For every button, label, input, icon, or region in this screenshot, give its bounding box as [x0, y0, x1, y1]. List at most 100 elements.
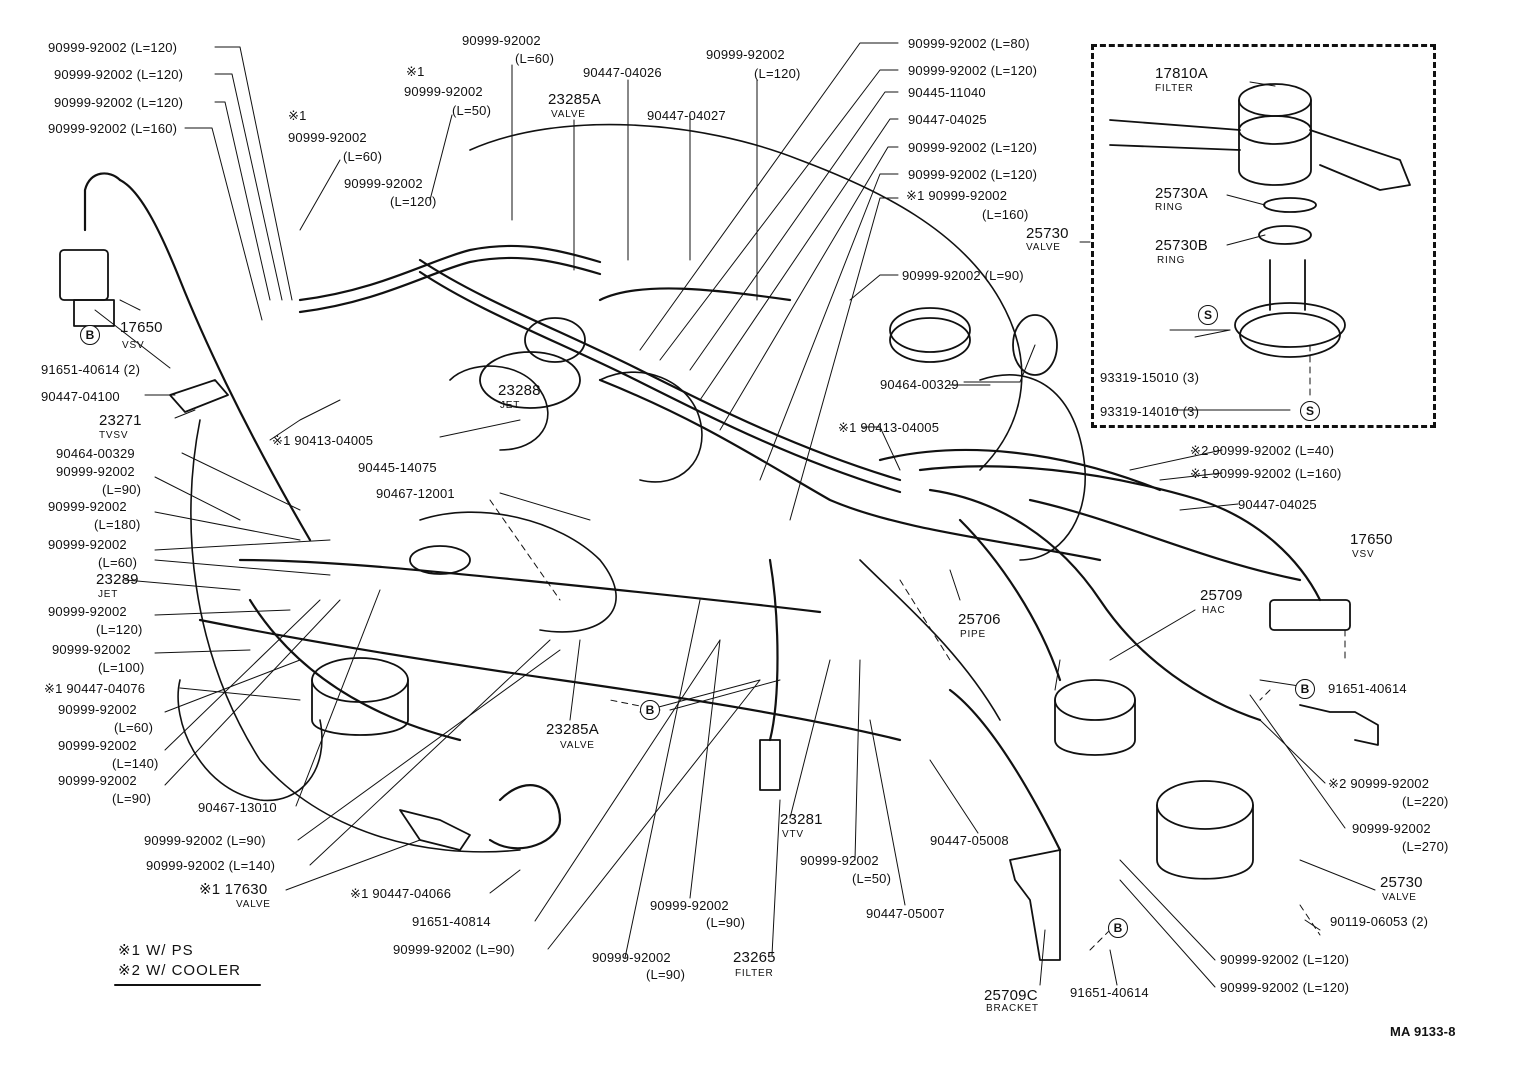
- part-name: VALVE: [560, 740, 595, 751]
- part-label: 23285A: [546, 721, 599, 738]
- part-label: ※1 17630: [199, 881, 268, 898]
- legend-note-ps: ※1 W/ PS: [118, 942, 194, 959]
- part-label: 25730: [1380, 874, 1423, 891]
- part-label: 90999-92002 (L=160): [48, 121, 178, 136]
- part-name: HAC: [1202, 605, 1226, 616]
- part-name: JET: [500, 400, 521, 411]
- part-label: 90999-92002: [1352, 821, 1431, 836]
- part-label: 90999-92002 (L=120): [1220, 980, 1350, 995]
- part-label: 23265: [733, 949, 776, 966]
- part-length: (L=270): [1402, 839, 1449, 854]
- part-label: 90999-92002: [706, 47, 785, 62]
- part-label: 90464-00329: [56, 446, 135, 461]
- part-label: 90999-92002: [58, 702, 137, 717]
- s-marker: S: [1198, 305, 1218, 325]
- part-label: 93319-15010 (3): [1100, 370, 1200, 385]
- part-label: 91651-40614: [1328, 681, 1407, 696]
- part-label: 90447-04025: [1238, 497, 1317, 512]
- part-label: 23281: [780, 811, 823, 828]
- part-label: 90999-92002 (L=140): [146, 858, 276, 873]
- part-label: 23288: [498, 382, 541, 399]
- components: [59, 249, 1379, 961]
- part-label: 90999-92002 (L=90): [144, 833, 266, 848]
- part-label: 90467-13010: [198, 800, 277, 815]
- part-length: (L=60): [98, 555, 138, 570]
- part-length: (L=220): [1402, 794, 1449, 809]
- b-marker: B: [1108, 918, 1128, 938]
- part-label: 90445-14075: [358, 460, 437, 475]
- part-label: ※2 90999-92002: [1328, 776, 1430, 791]
- part-label: 17810A: [1155, 65, 1208, 82]
- legend-note-cooler: ※2 W/ COOLER: [118, 962, 241, 979]
- part-label: 90999-92002: [48, 604, 127, 619]
- part-label: ※1 90413-04005: [838, 420, 940, 435]
- part-label: ※2 90999-92002 (L=40): [1190, 443, 1335, 458]
- part-name: VSV: [122, 340, 145, 351]
- part-label: ※1 90447-04066: [350, 886, 452, 901]
- part-label: 90447-04100: [41, 389, 120, 404]
- part-label: 25730B: [1155, 237, 1208, 254]
- part-length: (L=90): [102, 482, 142, 497]
- part-label: 25709: [1200, 587, 1243, 604]
- part-label: ※1 90413-04005: [272, 433, 374, 448]
- part-label: 90999-92002: [288, 130, 367, 145]
- part-length: (L=160): [982, 207, 1029, 222]
- part-length: (L=120): [96, 622, 143, 637]
- part-label: 90999-92002: [650, 898, 729, 913]
- part-name: VALVE: [1026, 242, 1061, 253]
- part-name: VSV: [1352, 549, 1375, 560]
- part-name: VALVE: [236, 899, 271, 910]
- part-name: FILTER: [735, 968, 774, 979]
- ps-note-mark: ※1: [288, 108, 307, 123]
- part-label: 90999-92002 (L=90): [393, 942, 515, 957]
- part-label: ※1 90999-92002 (L=160): [1190, 466, 1342, 481]
- part-name: TVSV: [99, 430, 129, 441]
- part-length: (L=50): [852, 871, 892, 886]
- part-label: 90999-92002: [592, 950, 671, 965]
- part-label: 23271: [99, 412, 142, 429]
- part-label: 90119-06053 (2): [1330, 914, 1429, 929]
- part-label: 25730: [1026, 225, 1069, 242]
- part-label: 17650: [1350, 531, 1393, 548]
- diagram-id: MA 9133-8: [1390, 1024, 1456, 1039]
- part-label: 90999-92002: [56, 464, 135, 479]
- b-marker: B: [80, 325, 100, 345]
- part-length: (L=90): [706, 915, 746, 930]
- part-label: 90447-05007: [866, 906, 945, 921]
- leader-lines: [94, 42, 1376, 988]
- part-length: (L=120): [390, 194, 437, 209]
- part-length: (L=50): [452, 103, 492, 118]
- part-label: 91651-40614 (2): [41, 362, 141, 377]
- part-length: (L=90): [112, 791, 152, 806]
- part-label: 90999-92002: [52, 642, 131, 657]
- part-label: 91651-40814: [412, 914, 491, 929]
- filter-valve-inset-box: [1091, 44, 1436, 428]
- part-name: PIPE: [960, 629, 986, 640]
- ps-note-mark: ※1: [406, 64, 425, 79]
- part-label: 90999-92002: [800, 853, 879, 868]
- part-label: 23285A: [548, 91, 601, 108]
- part-label: ※1 90447-04076: [44, 681, 146, 696]
- part-label: 90445-11040: [908, 85, 986, 100]
- part-label: 90447-04027: [647, 108, 726, 123]
- part-label: 90999-92002: [344, 176, 423, 191]
- part-label: 90999-92002 (L=80): [908, 36, 1030, 51]
- part-length: (L=90): [646, 967, 686, 982]
- part-label: 90999-92002: [48, 499, 127, 514]
- filter-assembly-inset: [1109, 83, 1411, 358]
- part-length: (L=60): [515, 51, 555, 66]
- engine-outline: [177, 123, 1086, 853]
- s-marker: S: [1300, 401, 1320, 421]
- part-label: 90999-92002 (L=120): [908, 167, 1038, 182]
- part-label: 90467-12001: [376, 486, 455, 501]
- part-label: 90999-92002: [462, 33, 541, 48]
- part-length: (L=120): [754, 66, 801, 81]
- part-length: (L=140): [112, 756, 159, 771]
- part-label: 90999-92002 (L=120): [1220, 952, 1350, 967]
- part-label: 23289: [96, 571, 139, 588]
- part-name: VTV: [782, 829, 804, 840]
- part-label: 90447-04026: [583, 65, 662, 80]
- part-label: 90999-92002: [58, 738, 137, 753]
- part-label: 25706: [958, 611, 1001, 628]
